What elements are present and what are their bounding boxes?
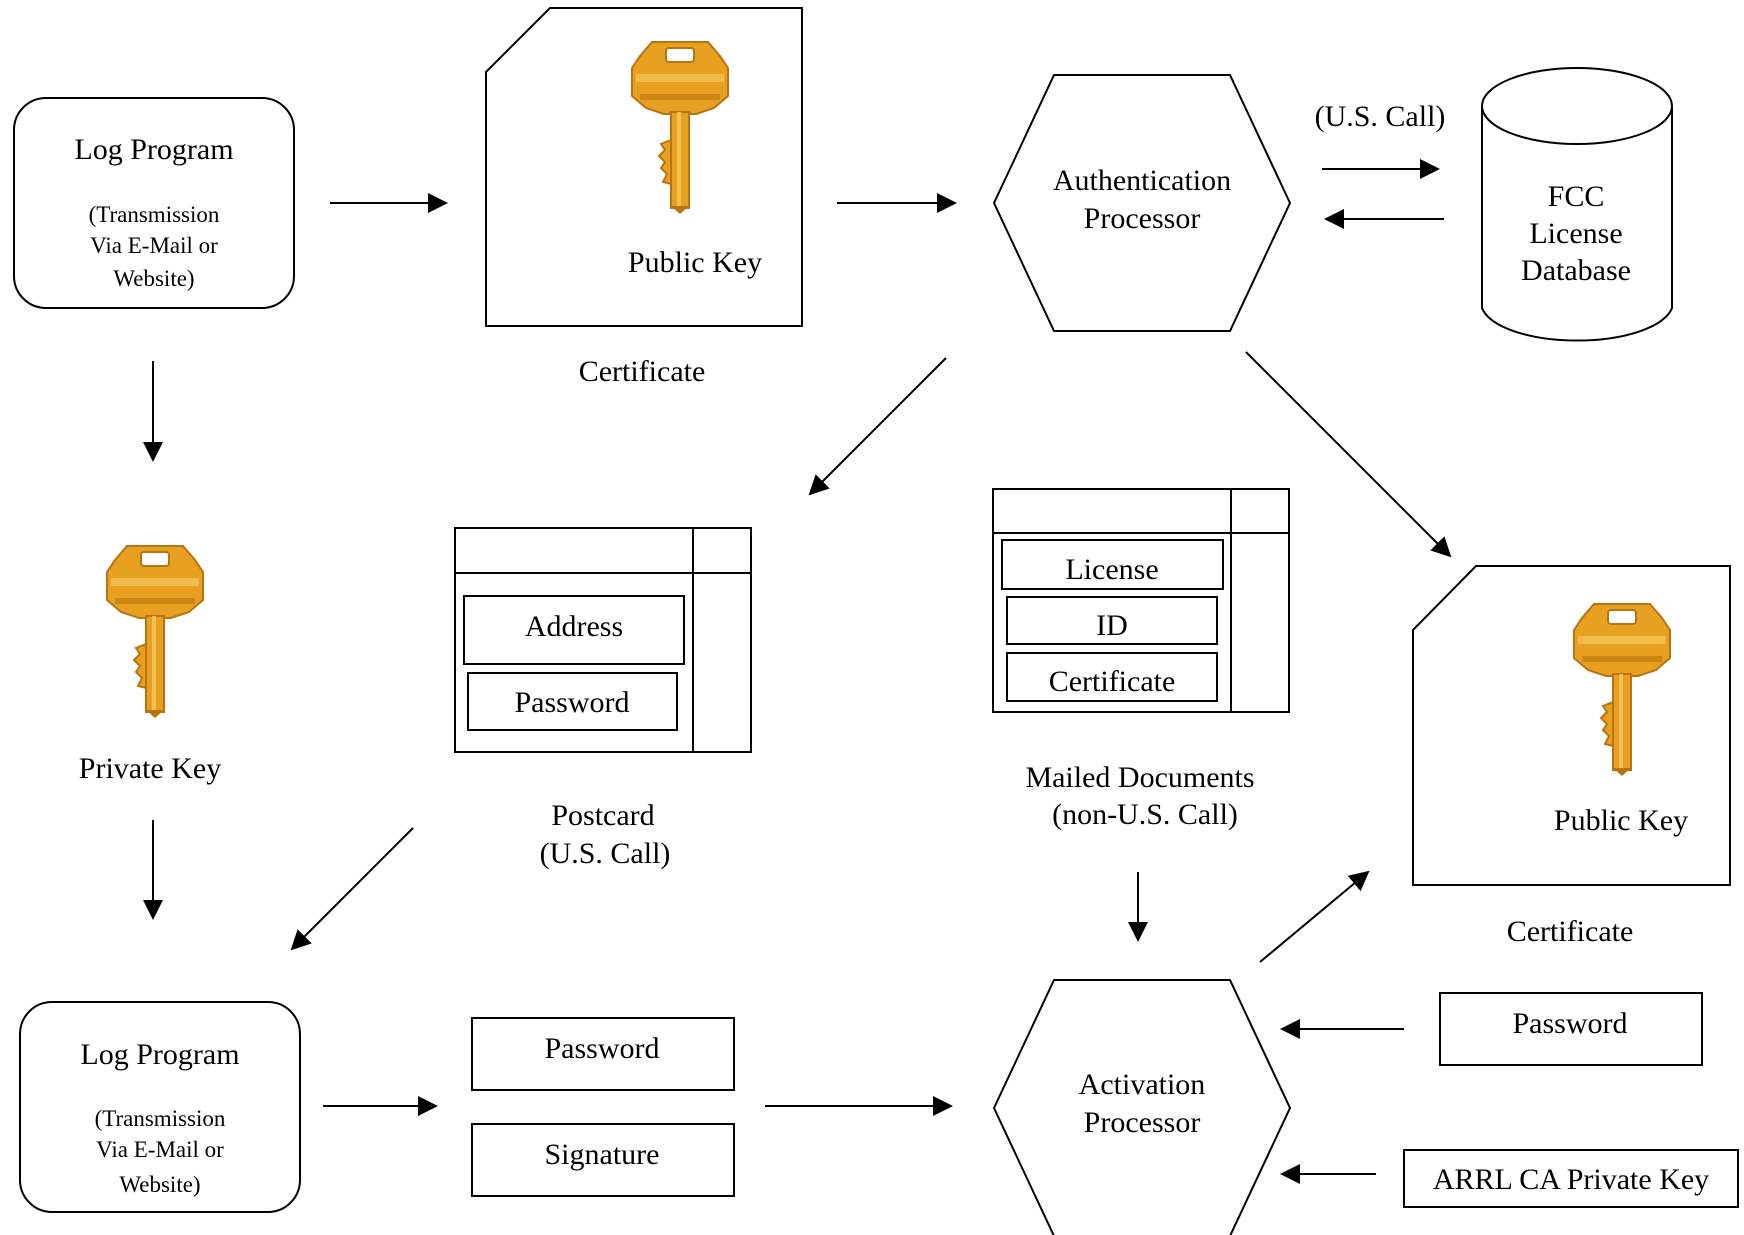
authentication-processor: Authentication Processor	[992, 74, 1292, 332]
certificate-top-caption: Certificate	[579, 355, 706, 388]
arrow-activation-to-certificate	[1259, 870, 1370, 963]
fcc-line1: FCC	[1548, 180, 1605, 213]
us-call-label: (U.S. Call)	[1315, 100, 1446, 133]
certificate-right: Public Key Certificate	[1412, 565, 1731, 948]
log-program-top-sub3: Website)	[113, 266, 194, 291]
mailed-caption1: Mailed Documents	[1025, 761, 1254, 794]
fcc-line3: Database	[1521, 254, 1631, 287]
certificate-top-key-label: Public Key	[628, 246, 762, 279]
log-program-bottom-title: Log Program	[80, 1038, 239, 1071]
log-program-top: Log Program (Transmission Via E-Mail or …	[13, 97, 295, 309]
postcard-address: Address	[525, 610, 623, 643]
arrow-authentication-to-certificate	[1245, 351, 1452, 558]
log-program-top-sub1: (Transmission	[89, 202, 220, 227]
arrow-postcard-to-log	[290, 827, 414, 951]
certificate-top: Public Key Certificate	[485, 7, 803, 388]
log-program-top-title: Log Program	[74, 133, 233, 166]
signature-box: Signature	[545, 1138, 660, 1171]
arrows	[143, 159, 1452, 1184]
password-box: Password	[544, 1032, 659, 1065]
mailed-caption2: (non-U.S. Call)	[1052, 798, 1238, 831]
password-right-box: Password	[1512, 1007, 1627, 1040]
arrow-authentication-to-postcard	[808, 357, 947, 496]
fcc-line2: License	[1529, 217, 1622, 250]
postcard-caption2: (U.S. Call)	[540, 837, 671, 870]
log-program-bottom-sub2: Via E-Mail or	[96, 1137, 224, 1162]
authentication-processor-line1: Authentication	[1053, 164, 1231, 197]
fcc-license-database: FCC License Database	[1481, 67, 1673, 342]
authentication-processor-line2: Processor	[1084, 202, 1201, 235]
key-icon	[106, 545, 204, 719]
arrl-private-key-box: ARRL CA Private Key	[1433, 1163, 1709, 1196]
log-program-bottom-sub1: (Transmission	[95, 1106, 226, 1131]
password-signature: Password Signature	[471, 1017, 735, 1197]
mailed-id: ID	[1096, 609, 1128, 642]
mailed-license: License	[1065, 553, 1158, 586]
activation-processor-line2: Processor	[1084, 1106, 1201, 1139]
arrl-ca-private-key: ARRL CA Private Key	[1403, 1149, 1739, 1208]
log-program-top-sub2: Via E-Mail or	[90, 233, 218, 258]
mailed-documents: License ID Certificate Mailed Documents …	[992, 488, 1290, 831]
log-program-bottom-sub3: Website)	[119, 1172, 200, 1197]
activation-processor-line1: Activation	[1079, 1068, 1206, 1101]
log-program-bottom: Log Program (Transmission Via E-Mail or …	[19, 1001, 301, 1213]
password-right: Password	[1439, 992, 1703, 1066]
activation-processor: Activation Processor	[992, 979, 1292, 1235]
postcard-password: Password	[514, 686, 629, 719]
postcard: Address Password Postcard (U.S. Call)	[454, 527, 752, 870]
private-key: Private Key	[79, 545, 221, 785]
private-key-label: Private Key	[79, 752, 221, 785]
postcard-caption1: Postcard	[551, 799, 654, 832]
mailed-certificate: Certificate	[1049, 665, 1176, 698]
certificate-right-caption: Certificate	[1507, 915, 1634, 948]
certificate-right-key-label: Public Key	[1554, 804, 1688, 837]
